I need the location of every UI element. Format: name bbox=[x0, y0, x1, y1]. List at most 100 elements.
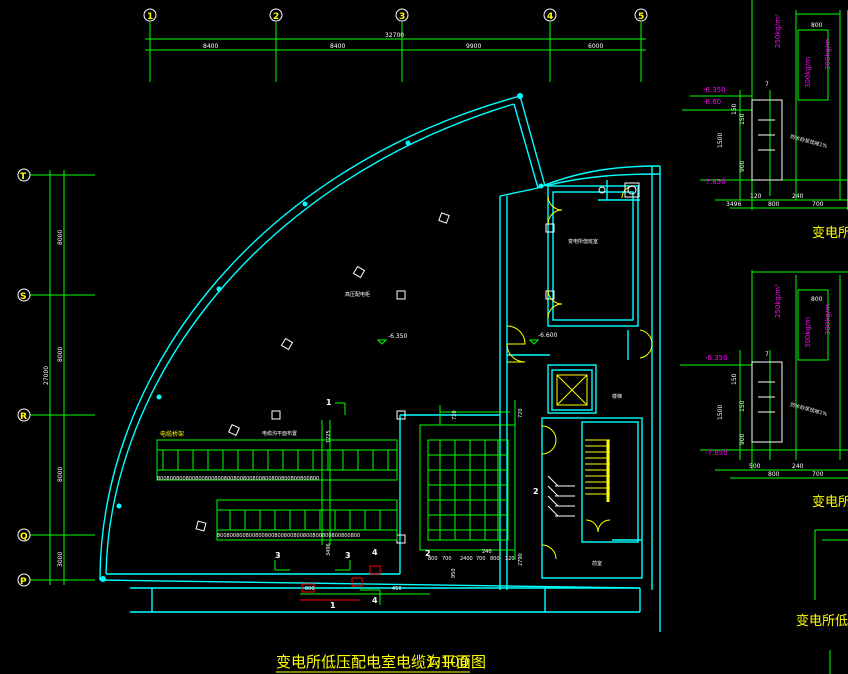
top-dim-3: 9900 bbox=[466, 43, 481, 50]
elev-main-marker bbox=[376, 339, 388, 345]
detail-marker: 7 bbox=[765, 81, 769, 88]
elevator-symbol bbox=[556, 374, 588, 406]
detail-dim-h4: 700 bbox=[812, 201, 824, 208]
detail2-dim-v3: 1500 bbox=[717, 405, 724, 420]
detail-elev-a: -6.350 bbox=[703, 86, 726, 94]
room-stair-b-label: 前室 bbox=[592, 560, 602, 567]
building-walls bbox=[99, 95, 661, 632]
trench-bottom-k: 450 bbox=[392, 586, 402, 592]
detail-elev-b: -6.60 bbox=[703, 98, 721, 106]
detail-title-c: 变电所低压 bbox=[796, 613, 848, 629]
detail-dim-h1: 120 bbox=[750, 193, 762, 200]
columns bbox=[195, 212, 555, 544]
axis-label-Q: Q bbox=[20, 532, 28, 542]
plan-scale: 1:100 bbox=[426, 653, 469, 671]
detail-load-c: 300kg/m bbox=[824, 39, 832, 70]
top-total-dim: 32700 bbox=[385, 32, 404, 39]
detail-dim-v1: 150 bbox=[731, 103, 738, 115]
detail2-elev-c: -7.850 bbox=[705, 449, 728, 457]
wall-studs bbox=[100, 93, 544, 582]
axis-label-R: R bbox=[20, 412, 27, 422]
elev-main: -6.350 bbox=[388, 333, 408, 340]
trench-col-c: 720 bbox=[518, 408, 524, 418]
room-main-label: 高压配电柜 bbox=[345, 291, 370, 298]
detail-dim-h2: 800 bbox=[768, 201, 780, 208]
trench-bottom-b: 700 bbox=[476, 556, 486, 562]
detail-note: 防水砂浆找坡1% bbox=[789, 133, 828, 150]
doors bbox=[506, 185, 653, 560]
detail-dim-v4: 900 bbox=[739, 160, 746, 172]
axis-label-5: 5 bbox=[638, 12, 644, 22]
left-total-dim: 27000 bbox=[43, 366, 50, 385]
section-mark-1: 1 bbox=[326, 398, 332, 407]
detail2-load-a: 250kg/m² bbox=[774, 284, 782, 318]
section-mark-1b: 1 bbox=[330, 601, 336, 610]
detail-dim-h3: 240 bbox=[792, 193, 804, 200]
detail2-note: 防水砂浆找坡1% bbox=[789, 401, 828, 418]
cable-trench-a bbox=[156, 400, 516, 560]
trench-bottom-l: 800 bbox=[305, 586, 315, 592]
fixtures bbox=[547, 182, 640, 517]
trench-row-b: 8008008008008008008008008008008008008008… bbox=[217, 533, 360, 539]
trench-bottom-d: 120 bbox=[505, 556, 515, 562]
detail2-load-b: 300kg/m bbox=[804, 317, 812, 348]
detail2-width-top: 800 bbox=[811, 296, 823, 303]
detail2-dim-h3: 240 bbox=[792, 463, 804, 470]
red-marks bbox=[300, 565, 381, 601]
detail-elev-c: -7.850 bbox=[703, 178, 726, 186]
elev-corridor-marker bbox=[528, 339, 540, 345]
trench-bottom-g: 950 bbox=[451, 568, 457, 578]
elev-corridor: -6.600 bbox=[538, 332, 558, 339]
detail2-load-c: 300kg/m bbox=[824, 304, 832, 335]
detail2-dim-v1: 150 bbox=[731, 373, 738, 385]
tray-label-2: 电缆沟平面布置 bbox=[262, 430, 297, 437]
section-mark-2b: 2 bbox=[533, 487, 539, 496]
left-dim-2: 8000 bbox=[57, 347, 64, 362]
detail-title-a: 变电所低 bbox=[812, 225, 848, 241]
trench-bottom-f: 2790 bbox=[518, 553, 524, 566]
detail2-dim-h2: 800 bbox=[768, 471, 780, 478]
room-side-label: 变电所值班室 bbox=[568, 238, 598, 245]
trench-bottom-c: 800 bbox=[490, 556, 500, 562]
detail-dim-v3: 1500 bbox=[717, 133, 724, 148]
detail-dim-left: 3496 bbox=[726, 201, 741, 208]
trench-bottom-h: 800 bbox=[428, 556, 438, 562]
trench-col-b: 720 bbox=[452, 410, 458, 420]
left-axis-bubbles bbox=[17, 168, 31, 587]
trench-bottom-j: 3496 bbox=[326, 543, 332, 556]
detail-dim-v2: 150 bbox=[739, 113, 746, 125]
tray-label: 电缆桥架 bbox=[160, 430, 184, 438]
top-dim-4: 6000 bbox=[588, 43, 603, 50]
axis-label-1: 1 bbox=[147, 12, 153, 22]
detail2-dim-v2: 150 bbox=[739, 400, 746, 412]
axis-label-P: P bbox=[20, 577, 27, 587]
stair-treads bbox=[585, 439, 610, 502]
detail2-elev-a: -6.350 bbox=[705, 354, 728, 362]
top-axis-bubbles bbox=[143, 8, 648, 22]
axis-label-S: S bbox=[20, 292, 26, 302]
section-mark-3a: 3 bbox=[275, 551, 281, 560]
trench-bottom-e: 240 bbox=[482, 549, 492, 555]
top-dim-1: 8400 bbox=[203, 43, 218, 50]
trench-col-a: 1225 bbox=[326, 430, 332, 443]
detail-width-top: 800 bbox=[811, 22, 823, 29]
trench-bottom-a: 2400 bbox=[460, 556, 473, 562]
plan-title: 变电所低压配电室电缆沟平面图 bbox=[276, 653, 486, 671]
left-dim-3: 8000 bbox=[57, 467, 64, 482]
top-dim-2: 8400 bbox=[330, 43, 345, 50]
section-mark-3b: 3 bbox=[345, 551, 351, 560]
section-mark-2a: 2 bbox=[425, 549, 431, 558]
detail2-dim-h1: 500 bbox=[749, 463, 761, 470]
axis-label-3: 3 bbox=[399, 12, 405, 22]
axis-label-2: 2 bbox=[273, 12, 279, 22]
section-mark-4b: 4 bbox=[372, 596, 378, 605]
section-mark-4a: 4 bbox=[372, 548, 378, 557]
detail-title-b: 变电所低 bbox=[812, 494, 848, 510]
left-dim-4: 3000 bbox=[57, 552, 64, 567]
detail2-dim-h4: 700 bbox=[812, 471, 824, 478]
trench-row-a: 8008008008008008008008008008008008008008… bbox=[157, 476, 319, 482]
trench-dim-lines bbox=[274, 560, 430, 605]
room-stair-a-label: 楼梯 bbox=[612, 393, 622, 400]
left-axis-grid bbox=[30, 170, 95, 585]
